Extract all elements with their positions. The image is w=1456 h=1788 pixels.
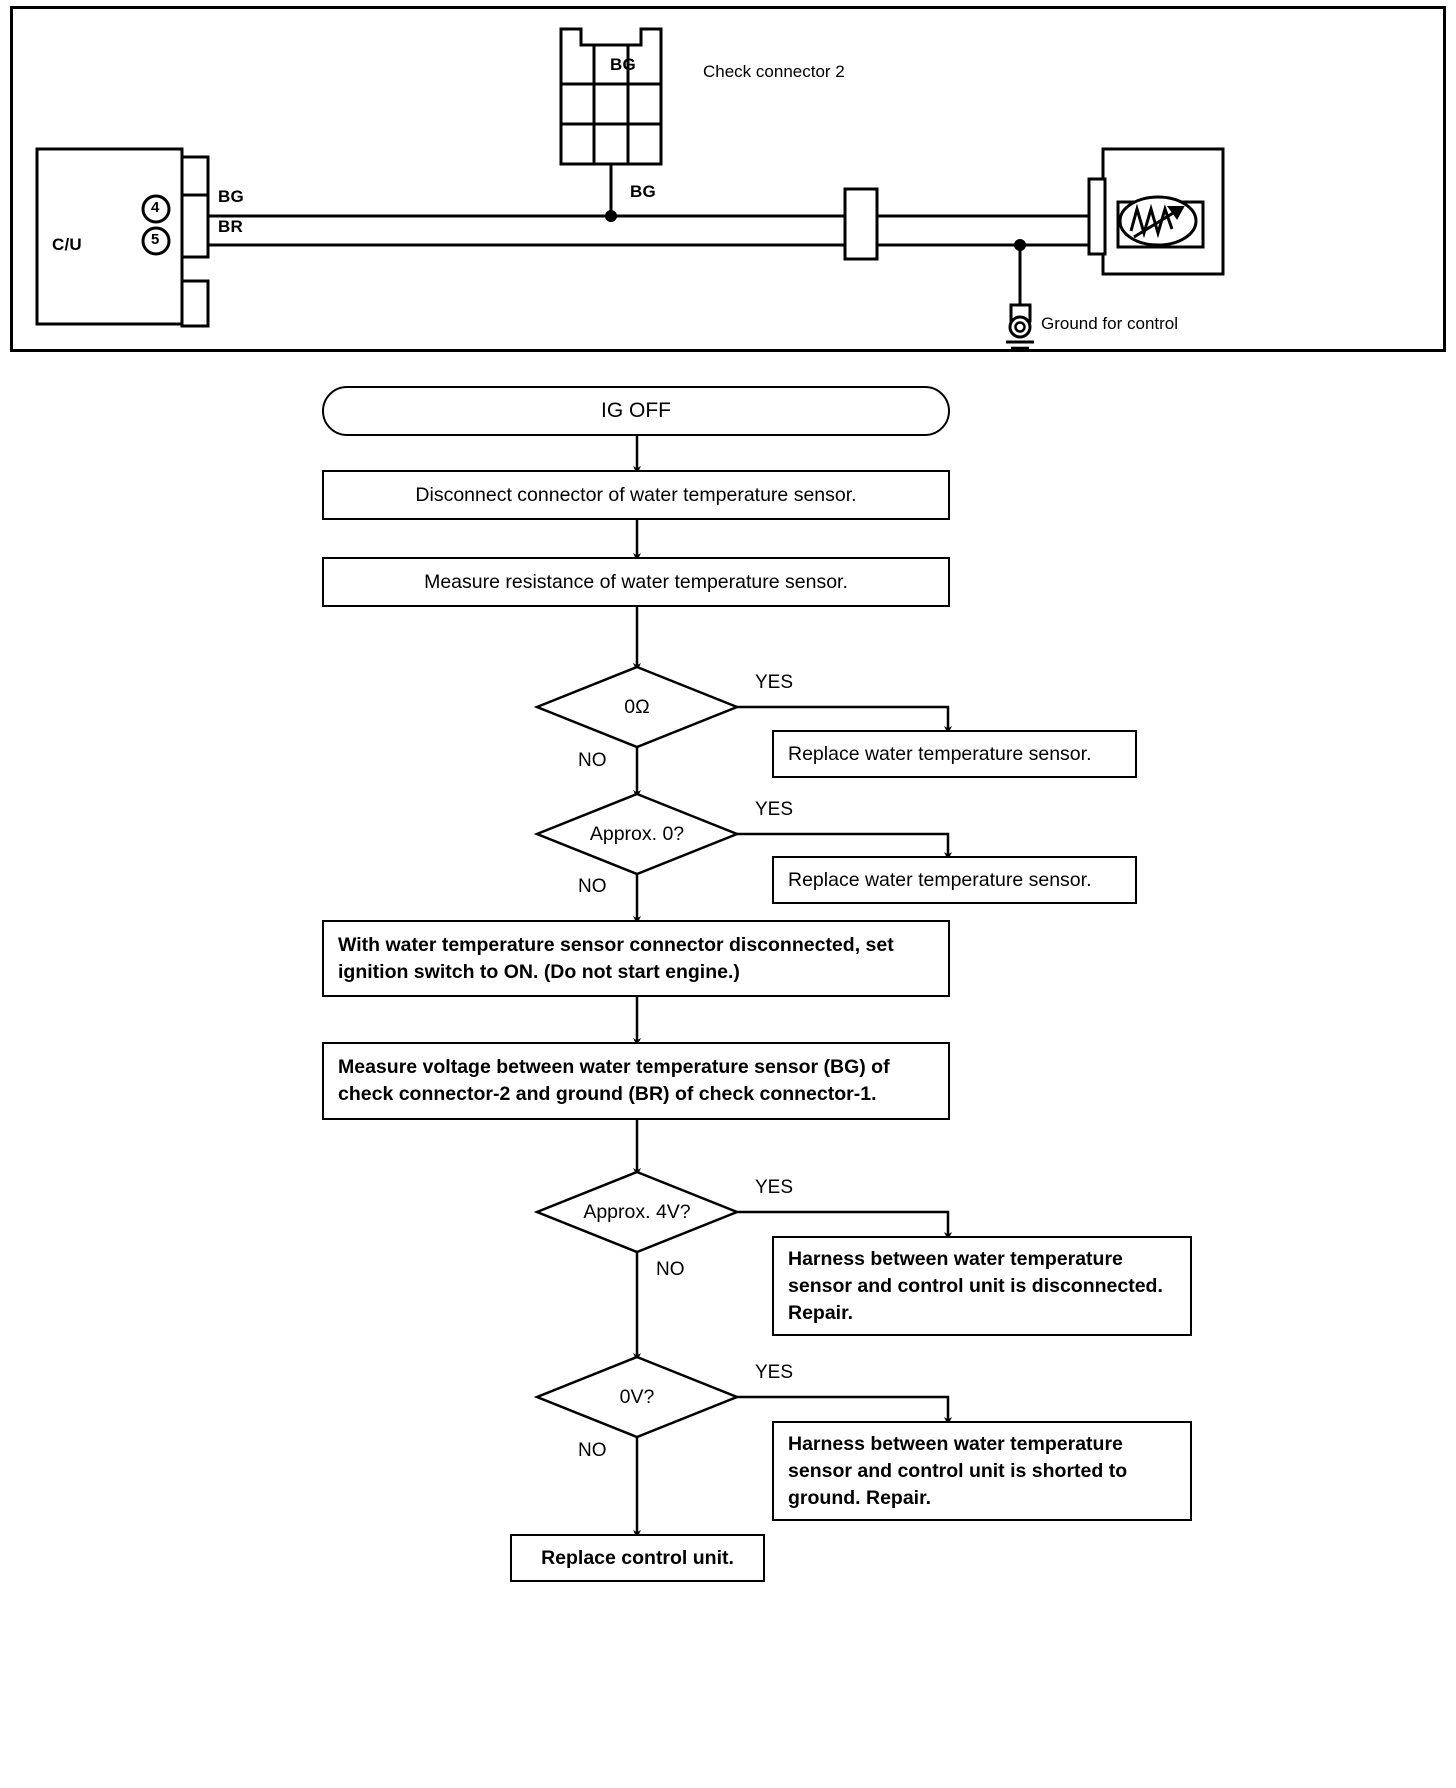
flow-step-measure-resistance[interactable]: Measure resistance of water temperature … (322, 557, 950, 607)
wire-label-br: BR (218, 217, 243, 236)
flow-decision-label: Approx. 4V? (583, 1200, 691, 1223)
flow-outcome-harness-shorted[interactable]: Harness between water temperature sensor… (772, 1421, 1192, 1521)
pin-number-4: 4 (151, 199, 160, 216)
flow-edge-label-no: NO (656, 1259, 685, 1280)
flow-outcome-text: Replace water temperature sensor. (788, 868, 1092, 891)
flow-step-text: Disconnect connector of water temperatur… (415, 483, 857, 506)
flow-step-text: Measure voltage between water temperatur… (338, 1056, 890, 1105)
flow-final-text: Replace control unit. (541, 1546, 734, 1569)
flow-start-terminator[interactable]: IG OFF (322, 386, 950, 436)
flow-decision-approx-zero[interactable]: Approx. 0? (537, 794, 737, 874)
flow-outcome-replace-sensor-1[interactable]: Replace water temperature sensor. (772, 730, 1137, 778)
flow-outcome-text: Replace water temperature sensor. (788, 742, 1092, 765)
flow-start-label: IG OFF (601, 399, 671, 422)
flow-step-measure-voltage[interactable]: Measure voltage between water temperatur… (322, 1042, 950, 1120)
flow-step-text: With water temperature sensor connector … (338, 933, 894, 983)
flow-decision-label: Approx. 0? (589, 822, 685, 845)
flow-outcome-replace-sensor-2[interactable]: Replace water temperature sensor. (772, 856, 1137, 904)
ground-for-control-label: Ground for control (1041, 314, 1179, 333)
check-connector-cell-label: BG (610, 55, 636, 74)
check-connector-drop-wire-label: BG (630, 182, 656, 201)
wire-label-bg: BG (218, 187, 244, 206)
flow-edge-label-yes: YES (755, 1177, 794, 1198)
diagnostic-flowchart: IG OFF Disconnect connector of water tem… (0, 352, 1456, 1788)
flow-step-disconnect-connector[interactable]: Disconnect connector of water temperatur… (322, 470, 950, 520)
flow-edge-label-no: NO (578, 750, 607, 771)
flow-decision-zero-ohm[interactable]: 0Ω (537, 667, 737, 747)
flow-edge-label-yes: YES (755, 1362, 794, 1383)
wiring-diagram-panel: C/U 4 5 BG BR BG Check connector 2 BG Gr… (10, 6, 1446, 352)
flow-step-ignition-on[interactable]: With water temperature sensor connector … (322, 920, 950, 997)
control-unit-label: C/U (52, 235, 82, 254)
flow-outcome-harness-disconnected[interactable]: Harness between water temperature sensor… (772, 1236, 1192, 1336)
flow-step-text: Measure resistance of water temperature … (424, 570, 848, 593)
flow-decision-label: 0Ω (624, 695, 650, 718)
flowchart-connectors-svg (533, 436, 952, 1538)
flow-decision-approx-4v[interactable]: Approx. 4V? (537, 1172, 737, 1252)
flow-outcome-text: Harness between water temperature sensor… (788, 1247, 1163, 1324)
flow-edge-label-no: NO (578, 876, 607, 897)
pin-number-5: 5 (151, 231, 160, 248)
flow-final-replace-control-unit[interactable]: Replace control unit. (510, 1534, 765, 1582)
flow-decision-zero-v[interactable]: 0V? (537, 1357, 737, 1437)
flow-edge-label-yes: YES (755, 799, 794, 820)
flow-decision-label: 0V? (619, 1385, 655, 1408)
wiring-schematic-svg (35, 27, 1225, 349)
check-connector-title: Check connector 2 (703, 62, 845, 81)
flow-edge-label-yes: YES (755, 672, 794, 693)
flow-outcome-text: Harness between water temperature sensor… (788, 1432, 1128, 1509)
flow-edge-label-no: NO (578, 1440, 607, 1461)
